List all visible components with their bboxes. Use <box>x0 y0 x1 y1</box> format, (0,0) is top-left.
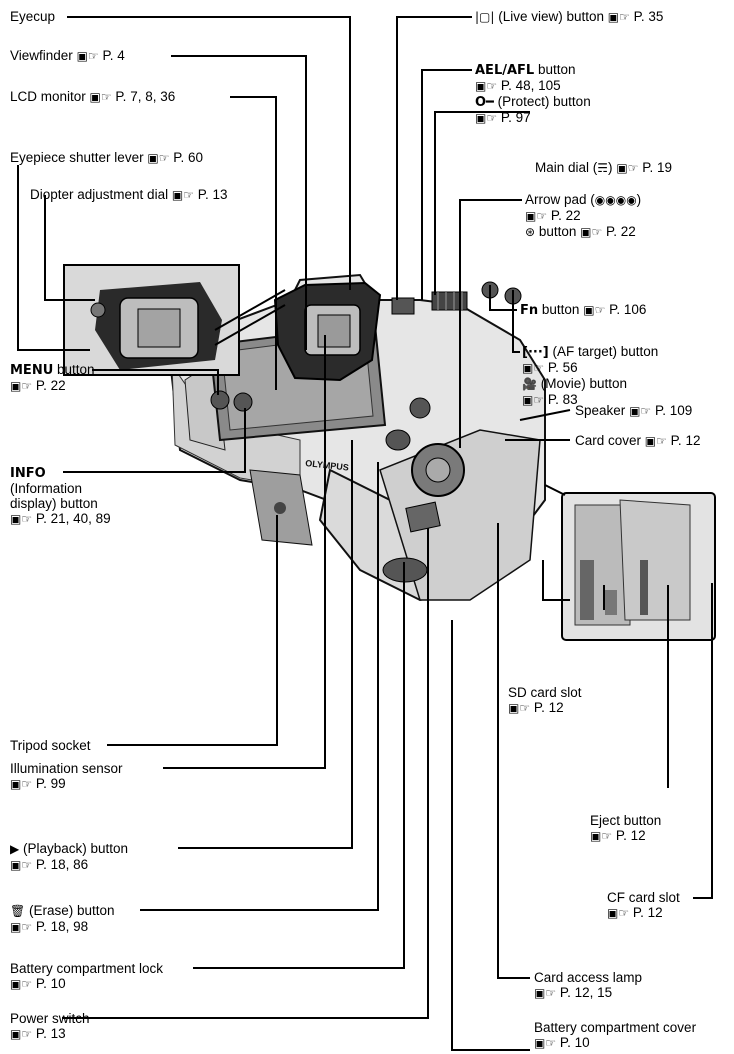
label-menu-button: MENU button▣☞ P. 22 <box>10 362 95 393</box>
label-live-view-button: |▢| (Live view) button ▣☞ P. 35 <box>475 9 664 24</box>
brand-logo: OLYMPUS <box>305 458 349 473</box>
label-af-target-button: [···] (AF target) button▣☞ P. 56🎥 (Movie… <box>522 344 659 407</box>
label-speaker: Speaker ▣☞ P. 109 <box>575 403 693 418</box>
label-fn-button: Fn button ▣☞ P. 106 <box>520 302 647 318</box>
playback-icon: ▶ <box>10 842 20 856</box>
label-power-switch: Power switch▣☞ P. 13 <box>10 1011 90 1041</box>
label-lcd-monitor: LCD monitor ▣☞ P. 7, 8, 36 <box>10 89 176 104</box>
label-eyepiece-shutter-lever: Eyepiece shutter lever ▣☞ P. 60 <box>10 150 204 165</box>
label-erase-button: 🗑 (Erase) button▣☞ P. 18, 98 <box>10 903 115 934</box>
live-view-icon: |▢| <box>475 10 495 24</box>
label-viewfinder: Viewfinder ▣☞ P. 4 <box>10 48 125 63</box>
arrow-pad-icons: ◉◉◉◉ <box>594 193 637 207</box>
key-icon: O━ <box>475 95 494 110</box>
card-slot-inset <box>561 492 716 641</box>
label-diopter-dial: Diopter adjustment dial ▣☞ P. 13 <box>30 187 228 202</box>
movie-icon: 🎥 <box>522 377 537 391</box>
label-card-cover: Card cover ▣☞ P. 12 <box>575 433 701 448</box>
label-cf-card-slot: CF card slot▣☞ P. 12 <box>607 890 680 920</box>
label-main-dial: Main dial (☴) ▣☞ P. 19 <box>535 160 672 175</box>
label-eject-button: Eject button▣☞ P. 12 <box>590 813 662 843</box>
trash-icon: 🗑 <box>10 904 26 918</box>
label-battery-lock: Battery compartment lock▣☞ P. 10 <box>10 961 164 991</box>
label-card-access-lamp: Card access lamp▣☞ P. 12, 15 <box>534 970 643 1000</box>
leader-lines <box>17 16 713 1051</box>
camera-body-illustration <box>168 273 546 602</box>
label-tripod-socket: Tripod socket <box>10 738 91 753</box>
label-eyecup: Eyecup <box>10 9 56 24</box>
label-playback-button: ▶ (Playback) button▣☞ P. 18, 86 <box>10 841 129 872</box>
eyepiece-inset <box>63 264 240 376</box>
ok-icon: ⊛ <box>525 225 536 239</box>
label-illumination-sensor: Illumination sensor▣☞ P. 99 <box>10 761 123 791</box>
label-battery-cover: Battery compartment cover▣☞ P. 10 <box>534 1020 697 1050</box>
af-target-icon: [···] <box>522 345 549 360</box>
dial-icon: ☴ <box>597 161 609 175</box>
label-sd-card-slot: SD card slot▣☞ P. 12 <box>508 685 582 715</box>
label-arrow-pad: Arrow pad (◉◉◉◉)▣☞ P. 22⊛ button ▣☞ P. 2… <box>525 192 642 239</box>
